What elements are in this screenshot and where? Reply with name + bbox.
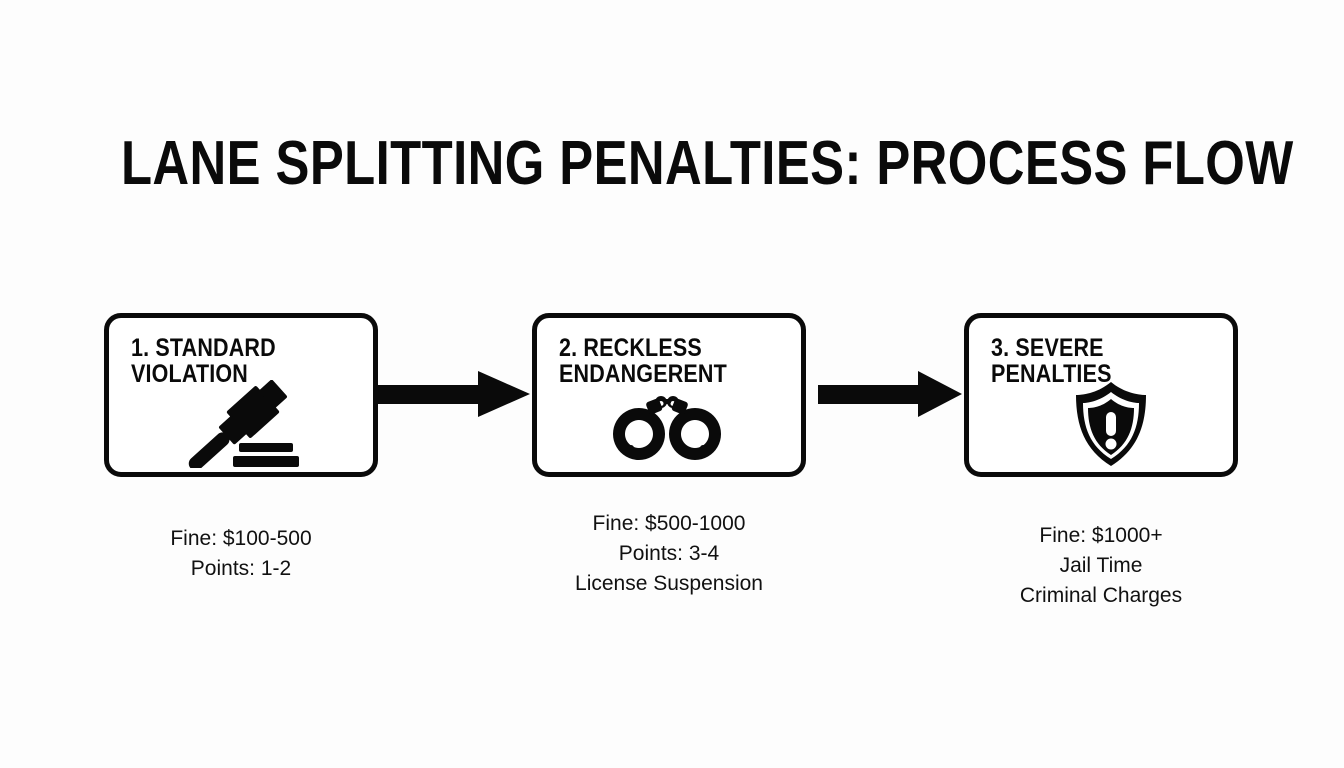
step-3-caption: Fine: $1000+ Jail Time Criminal Charges	[1019, 524, 1183, 607]
step-box-2: 2. RECKLESS ENDANGERENT	[532, 313, 806, 477]
handcuffs-icon	[567, 384, 767, 460]
shield-alert-icon	[1011, 380, 1211, 468]
step-box-3: 3. SEVERE PENALTIES	[964, 313, 1238, 477]
arrow-right-icon-2	[806, 370, 964, 418]
step-3-label: 3. SEVERE PENALTIES	[991, 334, 1112, 388]
page-title: LANE SPLITTING PENALTIES: PROCESS FLOW	[120, 129, 1294, 198]
step-1-caption: Fine: $100-500 Points: 1-2	[170, 527, 312, 580]
step-box-1: 1. STANDARD VIOLATION	[104, 313, 378, 477]
step-2-label: 2. RECKLESS ENDANGERENT	[559, 334, 727, 388]
step-1-label: 1. STANDARD VIOLATION	[131, 334, 276, 388]
step-2-caption: Fine: $500-1000 Points: 3-4 License Susp…	[575, 512, 763, 595]
arrow-right-icon-1	[378, 370, 532, 418]
gavel-icon	[141, 380, 331, 468]
